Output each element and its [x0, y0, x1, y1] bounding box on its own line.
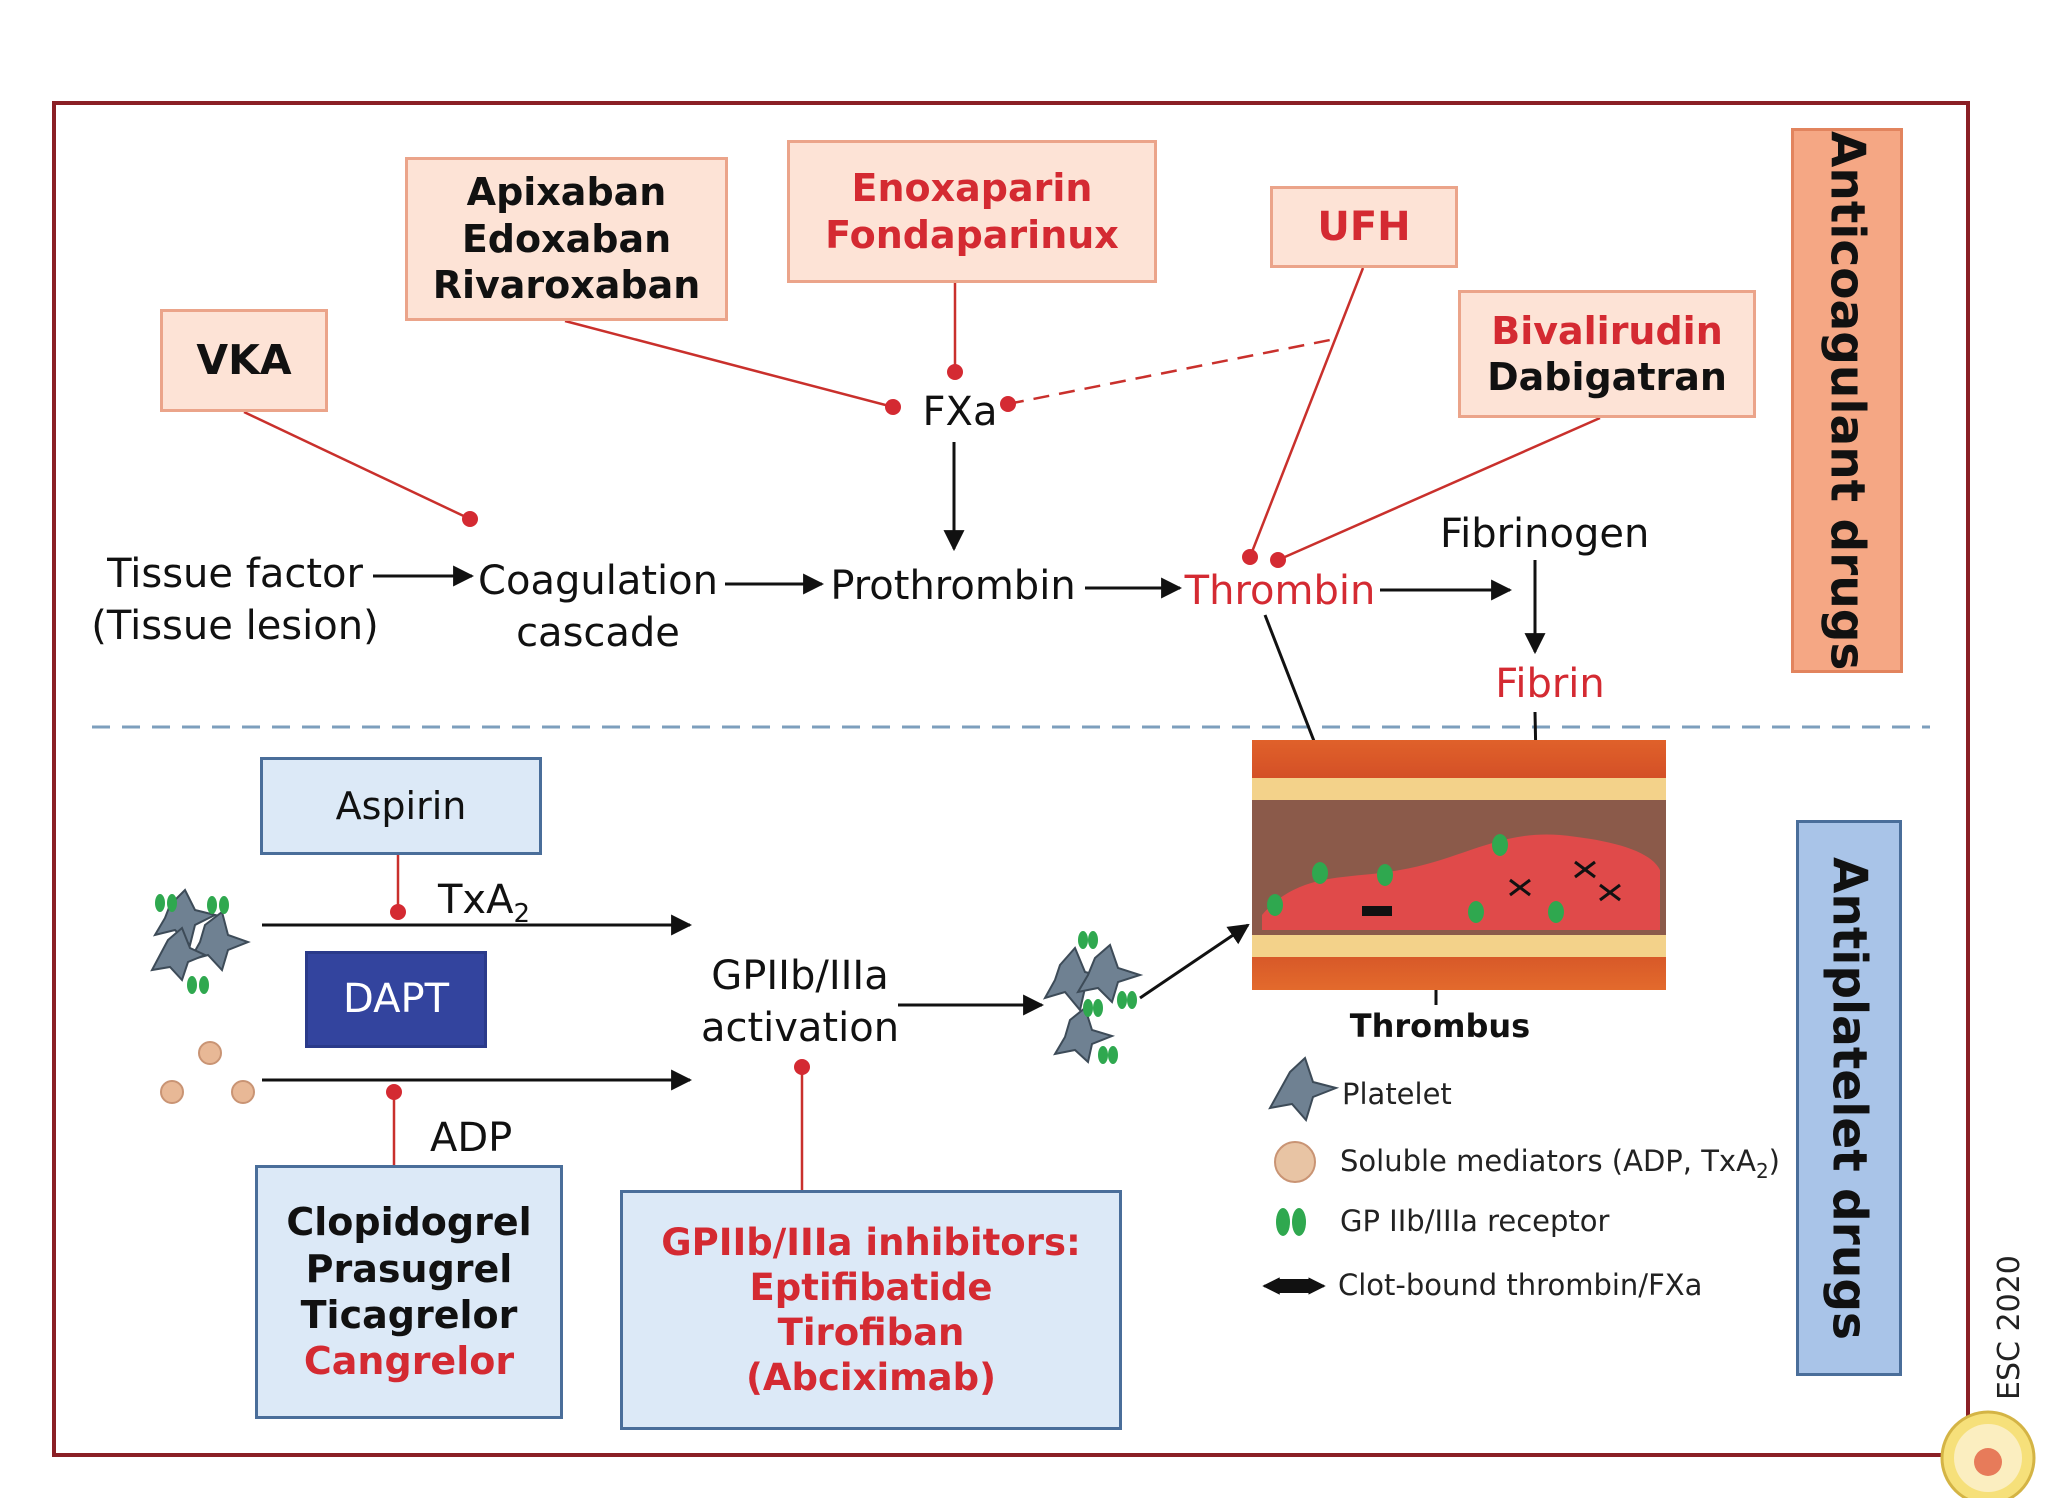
inhibit-line-dti	[1277, 416, 1601, 562]
diagram-frame	[52, 101, 1970, 1457]
inhibit-dot-vka	[462, 511, 478, 527]
drug-ticagrelor: Ticagrelor	[300, 1293, 518, 1337]
antiplatelet-side-label: Antiplatelet drugs	[1821, 856, 1877, 1340]
drug-dabigatran: Dabigatran	[1487, 355, 1727, 399]
p2y12-inhibitors-box: Clopidogrel Prasugrel Ticagrelor Cangrel…	[255, 1165, 563, 1419]
drug-clopidogrel: Clopidogrel	[286, 1200, 532, 1245]
gp-activation-label: GPIIb/IIIa activation	[700, 953, 900, 1051]
aspirin-box: Aspirin	[260, 757, 542, 855]
dapt-label: DAPT	[342, 976, 449, 1023]
ufh-box: UFH	[1270, 186, 1458, 268]
drug-bivalirudin: Bivalirudin	[1491, 308, 1723, 353]
drug-eptifibatide: Eptifibatide	[749, 1265, 993, 1309]
legend-receptor-icon	[1276, 1208, 1306, 1236]
inhibit-line-lmwh-dashed	[1007, 338, 1331, 406]
dapt-box: DAPT	[305, 951, 487, 1048]
platelet-cluster-activated	[1042, 943, 1144, 1064]
inhibit-dot-lmwh	[947, 364, 963, 380]
txa2-label: TxA2	[438, 877, 531, 929]
inhibit-dot-aspirin	[390, 904, 406, 920]
platelet-cluster-left	[150, 888, 251, 982]
inhibit-line-vka	[243, 410, 471, 521]
factor-xa-inhibitors-box: Apixaban Edoxaban Rivaroxaban	[405, 157, 728, 321]
drug-ufh: UFH	[1317, 203, 1411, 250]
legend-clot-icon	[1262, 1277, 1326, 1295]
drug-abciximab: (Abciximab)	[745, 1356, 997, 1400]
soluble-mediators-icon	[160, 1041, 255, 1104]
gp-inhibitors-box: GPIIb/IIIa inhibitors: Eptifibatide Tiro…	[620, 1190, 1122, 1430]
drug-rivaroxaban: Rivaroxaban	[432, 263, 701, 308]
legend-clot-label: Clot-bound thrombin/FXa	[1338, 1268, 1703, 1302]
fibrinogen-label: Fibrinogen	[1440, 511, 1650, 557]
anticoagulant-side-label: Anticoagulant drugs	[1819, 130, 1875, 671]
vka-label: VKA	[196, 336, 292, 385]
antiplatelet-side-panel: Antiplatelet drugs	[1796, 820, 1902, 1376]
anticoagulant-side-panel: Anticoagulant drugs	[1791, 128, 1903, 673]
inhibit-line-xaban	[564, 319, 894, 409]
vka-box: VKA	[160, 309, 328, 412]
vessel-illustration	[1252, 740, 1666, 990]
inhibit-dot-dti	[1270, 552, 1286, 568]
aspirin-label: Aspirin	[335, 783, 467, 828]
copyright-label: ESC 2020	[1992, 1255, 2027, 1400]
inhibit-line-ufh	[1248, 267, 1365, 558]
adp-label: ADP	[430, 1115, 513, 1161]
legend-soluble-label: Soluble mediators (ADP, TxA2)	[1340, 1144, 1780, 1183]
thrombus-label: Thrombus	[1349, 1007, 1531, 1045]
legend-platelet-label: Platelet	[1342, 1077, 1452, 1111]
fibrin-label: Fibrin	[1495, 661, 1605, 707]
legend-receptor-label: GP IIb/IIIa receptor	[1340, 1204, 1610, 1238]
drug-tirofiban: Tirofiban	[777, 1311, 965, 1354]
coagulation-cascade-label: Coagulation cascade	[478, 558, 718, 656]
drug-apixaban: Apixaban	[466, 170, 667, 215]
drug-enoxaparin: Enoxaparin	[851, 166, 1093, 211]
drug-cangrelor: Cangrelor	[303, 1339, 515, 1384]
inhibit-dot-p2y12	[386, 1084, 402, 1100]
legend-platelet-icon	[1268, 1056, 1340, 1123]
thrombin-label: Thrombin	[1184, 568, 1376, 614]
inhibit-dot-gp	[794, 1059, 810, 1075]
arrow-platelets-to-thrombus	[1139, 923, 1250, 1000]
gp-inhibitors-title: GPIIb/IIIa inhibitors:	[661, 1220, 1081, 1264]
indirect-fxa-box: Enoxaparin Fondaparinux	[787, 140, 1157, 283]
inhibit-dot-lmwh-2	[1000, 396, 1016, 412]
drug-fondaparinux: Fondaparinux	[825, 212, 1119, 257]
direct-thrombin-box: Bivalirudin Dabigatran	[1458, 290, 1756, 418]
inhibit-dot-xaban	[885, 399, 901, 415]
prothrombin-label: Prothrombin	[830, 563, 1076, 609]
drug-edoxaban: Edoxaban	[461, 216, 672, 261]
tissue-factor-label: Tissue factor (Tissue lesion)	[91, 551, 379, 649]
inhibit-dot-ufh	[1242, 549, 1258, 565]
legend-soluble-icon	[1274, 1141, 1316, 1183]
fxa-label: FXa	[922, 389, 998, 435]
drug-prasugrel: Prasugrel	[305, 1246, 513, 1291]
